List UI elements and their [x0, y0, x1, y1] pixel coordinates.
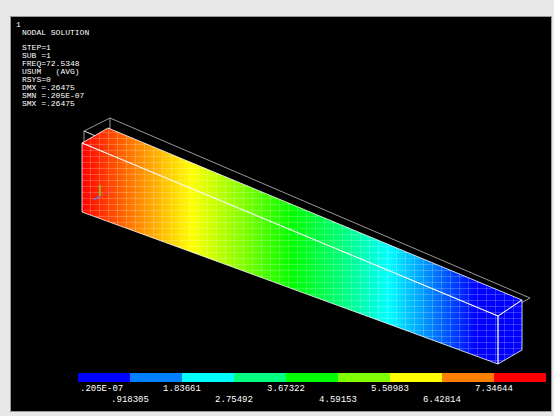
result-info: SMX =.26475: [22, 100, 75, 108]
contour-band: [338, 373, 390, 382]
contour-band: [130, 373, 182, 382]
result-info: NODAL SOLUTION: [22, 29, 89, 37]
result-info: SMN =.205E-07: [22, 92, 84, 100]
result-info: FREQ=72.5348: [22, 60, 80, 68]
contour-band: [182, 373, 234, 382]
result-info: RSYS=0: [22, 76, 51, 84]
contour-value: .205E-07: [80, 385, 123, 394]
contour-value: 2.75492: [215, 396, 253, 405]
result-info: SUB =1: [22, 52, 51, 60]
contour-band: [234, 373, 286, 382]
contour-value: 1.83661: [163, 385, 201, 394]
contour-value: 6.42814: [423, 396, 461, 405]
contour-value: 5.50983: [371, 385, 409, 394]
contour-value: 3.67322: [267, 385, 305, 394]
result-info: STEP=1: [22, 44, 51, 52]
result-info: DMX =.26475: [22, 84, 75, 92]
contour-band: [78, 373, 130, 382]
contour-band: [442, 373, 494, 382]
window-number: 1: [16, 21, 21, 29]
contour-value: 4.59153: [319, 396, 357, 405]
contour-value: .918305: [111, 396, 149, 405]
contour-band: [286, 373, 338, 382]
contour-value: 7.34644: [475, 385, 513, 394]
result-info: USUM (AVG): [22, 68, 80, 76]
contour-band: [390, 373, 442, 382]
contour-band: [494, 373, 546, 382]
